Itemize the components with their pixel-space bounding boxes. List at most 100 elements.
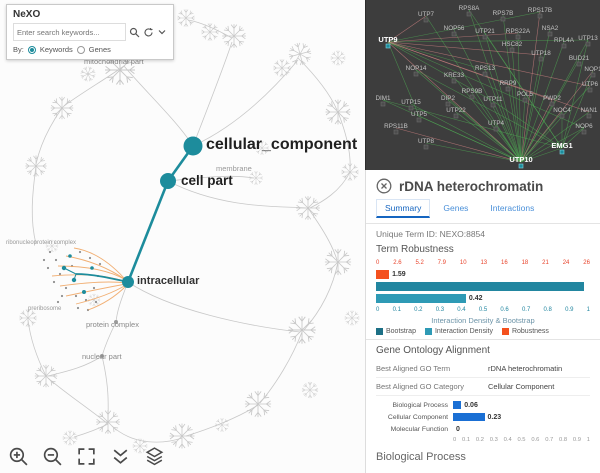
network-node-label[interactable]: KRE33 bbox=[444, 72, 464, 79]
network-node[interactable] bbox=[559, 149, 565, 155]
network-node-label[interactable]: UTP22 bbox=[446, 107, 466, 114]
chevron-down-icon[interactable] bbox=[157, 27, 167, 37]
network-node-label[interactable]: BUD21 bbox=[569, 55, 590, 62]
search-icon[interactable] bbox=[129, 27, 140, 38]
network-node[interactable] bbox=[538, 56, 544, 62]
tree-label-intracellular[interactable]: intracellular bbox=[137, 275, 200, 287]
network-node[interactable] bbox=[451, 31, 457, 37]
network-node-label[interactable]: RPS13 bbox=[475, 65, 495, 72]
node-nuclear-part[interactable] bbox=[100, 354, 104, 358]
tree-label-nuclear-part[interactable]: nuclear part bbox=[82, 352, 122, 361]
network-node-label[interactable]: UTP11 bbox=[483, 96, 503, 103]
radio-keywords-label[interactable]: Keywords bbox=[39, 45, 73, 54]
node-cell-part[interactable] bbox=[160, 173, 176, 189]
expand-collapse-button[interactable] bbox=[110, 446, 131, 467]
network-node-label[interactable]: NOP1 bbox=[584, 66, 600, 73]
network-node[interactable] bbox=[515, 34, 521, 40]
network-node[interactable] bbox=[423, 17, 429, 23]
tree-label-cellular-component[interactable]: cellular_component bbox=[206, 136, 358, 153]
network-node[interactable] bbox=[547, 31, 553, 37]
network-node-label[interactable]: RPS22A bbox=[506, 28, 531, 35]
tab-genes[interactable]: Genes bbox=[443, 203, 469, 213]
network-node-label[interactable]: RPS9B bbox=[462, 88, 483, 95]
network-node-label[interactable]: RPS17B bbox=[528, 7, 552, 14]
network-node-label[interactable]: UTP21 bbox=[475, 28, 495, 35]
network-node-label[interactable]: NSA2 bbox=[542, 25, 559, 32]
search-input[interactable] bbox=[13, 23, 126, 41]
network-node[interactable] bbox=[451, 78, 457, 84]
network-node[interactable] bbox=[518, 163, 524, 169]
zoom-in-button[interactable] bbox=[8, 446, 29, 467]
tree-label-cell-part[interactable]: cell part bbox=[181, 173, 233, 188]
network-node[interactable] bbox=[585, 41, 591, 47]
radio-keywords[interactable] bbox=[27, 45, 36, 54]
network-node-label[interactable]: RPL4A bbox=[554, 37, 575, 44]
network-node-label[interactable]: NOP6 bbox=[575, 123, 593, 130]
network-node-label[interactable]: RPS11B bbox=[384, 123, 408, 130]
network-node[interactable] bbox=[505, 86, 511, 92]
reset-search-icon[interactable] bbox=[143, 27, 154, 38]
network-node[interactable] bbox=[490, 102, 496, 108]
tree-label-protein-complex[interactable]: protein complex bbox=[86, 320, 139, 329]
network-node[interactable] bbox=[576, 61, 582, 67]
network-node[interactable] bbox=[423, 144, 429, 150]
network-node[interactable] bbox=[590, 72, 596, 78]
tab-summary[interactable]: Summary bbox=[376, 199, 431, 218]
node-cellular-component[interactable] bbox=[183, 136, 203, 156]
network-node[interactable] bbox=[522, 97, 528, 103]
network-node-label[interactable]: UTP10 bbox=[509, 155, 532, 164]
network-node[interactable] bbox=[549, 101, 555, 107]
network-node[interactable] bbox=[559, 113, 565, 119]
tree-label-preribosome[interactable]: preribosome bbox=[28, 306, 62, 312]
network-node-label[interactable]: RPS8A bbox=[459, 5, 480, 12]
network-node[interactable] bbox=[466, 11, 472, 17]
network-node-label[interactable]: UTP18 bbox=[531, 50, 551, 57]
network-node-label[interactable]: NOP14 bbox=[406, 65, 427, 72]
network-node[interactable] bbox=[482, 34, 488, 40]
network-node[interactable] bbox=[493, 126, 499, 132]
close-details-button[interactable] bbox=[376, 178, 392, 194]
network-node[interactable] bbox=[581, 129, 587, 135]
network-node-label[interactable]: EMG1 bbox=[551, 141, 572, 150]
network-node-label[interactable]: DIM1 bbox=[375, 95, 391, 102]
network-node-label[interactable]: UTP5 bbox=[411, 111, 428, 118]
network-node[interactable] bbox=[500, 16, 506, 22]
network-node-label[interactable]: NOP56 bbox=[444, 25, 465, 32]
network-node[interactable] bbox=[586, 113, 592, 119]
tree-label-mitochondrial-part[interactable]: mitochondrial part bbox=[84, 57, 144, 66]
network-node-label[interactable]: UTP4 bbox=[488, 120, 505, 127]
network-node-label[interactable]: UTP8 bbox=[418, 138, 435, 145]
network-node-label[interactable]: NOC4 bbox=[553, 107, 571, 114]
network-node[interactable] bbox=[537, 13, 543, 19]
radio-genes-label[interactable]: Genes bbox=[88, 45, 111, 54]
node-intracellular[interactable] bbox=[122, 276, 134, 288]
network-node[interactable] bbox=[587, 87, 593, 93]
network-node[interactable] bbox=[482, 71, 488, 77]
tree-label-ribonucleoprotein-complex[interactable]: ribonucleoprotein complex bbox=[6, 240, 77, 246]
node-protein-complex[interactable] bbox=[114, 320, 118, 324]
network-node[interactable] bbox=[416, 117, 422, 123]
network-node[interactable] bbox=[445, 101, 451, 107]
layers-button[interactable] bbox=[144, 446, 165, 467]
network-node-label[interactable]: UTP9 bbox=[378, 35, 397, 44]
network-node-label[interactable]: DIP2 bbox=[441, 95, 455, 102]
network-node-label[interactable]: UTP6 bbox=[582, 81, 599, 88]
network-node-label[interactable]: UTP7 bbox=[418, 11, 435, 18]
network-node[interactable] bbox=[561, 43, 567, 49]
network-node-label[interactable]: PWP2 bbox=[543, 95, 561, 102]
network-node-label[interactable]: NAN1 bbox=[581, 107, 598, 114]
network-node[interactable] bbox=[380, 101, 386, 107]
network-node[interactable] bbox=[469, 94, 475, 100]
network-node[interactable] bbox=[509, 47, 515, 53]
network-node[interactable] bbox=[408, 105, 414, 111]
network-node[interactable] bbox=[393, 129, 399, 135]
network-node-label[interactable]: RRP9 bbox=[500, 80, 517, 87]
network-node-label[interactable]: UTP15 bbox=[401, 99, 421, 106]
radio-genes[interactable] bbox=[76, 45, 85, 54]
tree-label-membrane[interactable]: membrane bbox=[216, 164, 252, 173]
network-node-label[interactable]: POL5 bbox=[517, 91, 534, 98]
network-node-label[interactable]: UTP13 bbox=[578, 35, 598, 42]
tab-interactions[interactable]: Interactions bbox=[490, 203, 535, 213]
network-node-label[interactable]: HSC82 bbox=[502, 41, 523, 48]
network-node[interactable] bbox=[385, 43, 391, 49]
